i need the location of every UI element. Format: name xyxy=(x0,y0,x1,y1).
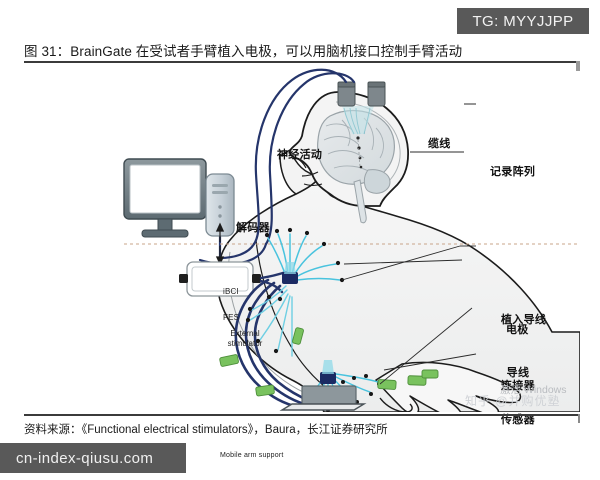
caption-divider xyxy=(24,61,580,63)
monitor xyxy=(123,158,207,238)
head xyxy=(289,91,409,224)
telegram-watermark-badge: TG: MYYJJPP xyxy=(457,8,589,34)
ibci-fes-arrows xyxy=(215,222,225,266)
site-url-watermark: cn-index-qiusu.com xyxy=(0,443,186,473)
label-electrode: 电极 xyxy=(506,324,529,336)
braingate-diagram: 解码器 神经活动 缆线 记录阵列 植入导线 电极 导线 连接器 传感器 iBCI… xyxy=(24,64,580,459)
label-fes: FES xyxy=(223,313,240,322)
label-lead-connector-line1: 导线 xyxy=(506,367,530,379)
windows-activation-watermark: 激活 Windows xyxy=(500,384,567,396)
thumb xyxy=(379,397,413,412)
callout-leader-lines xyxy=(341,151,477,385)
label-sensor: 传感器 xyxy=(501,414,535,426)
shoulder-electrode-dots xyxy=(264,227,345,283)
footer-divider xyxy=(24,414,580,416)
label-ibci: iBCI xyxy=(223,287,239,296)
label-external-stimulator-line1: External xyxy=(230,329,260,338)
label-lead-connector: 导线 连接器 xyxy=(501,367,535,393)
label-neural-activity: 神经活动 xyxy=(277,149,323,161)
cable-bundle-head xyxy=(252,68,356,246)
external-stimulator xyxy=(179,261,261,297)
label-implanted-lead: 植入导线 xyxy=(501,314,547,326)
cable-bundle-forearm xyxy=(234,278,312,410)
figure-caption: 图 31：BrainGate 在受试者手臂植入电极，可以用脑机接口控制手臂活动 xyxy=(24,44,463,59)
pedestal-connectors xyxy=(337,81,386,107)
label-external-stimulator: External stimulator xyxy=(215,329,275,349)
caption-divider-tail xyxy=(576,61,580,71)
brain xyxy=(317,109,395,224)
wrist-connector xyxy=(320,360,336,384)
label-recording-array: 记录阵列 xyxy=(490,166,536,178)
hand xyxy=(375,361,522,412)
upperarm-electrode-dots xyxy=(245,294,283,354)
zhihu-watermark: 知乎 @并购优塾 xyxy=(465,394,561,408)
decoder-tower xyxy=(205,173,235,237)
label-external-stimulator-line2: stimulator xyxy=(227,339,263,348)
source-citation: 资料来源：《Functional electrical stimulators》… xyxy=(24,424,388,436)
footer-divider-tick xyxy=(578,414,580,423)
label-mobile-arm-support: Mobile arm support xyxy=(220,452,284,459)
label-decoder: 解码器 xyxy=(236,222,270,234)
mobile-arm-support xyxy=(279,385,367,411)
label-cable: 缆线 xyxy=(428,138,451,150)
upperarm-electrode-wires xyxy=(249,285,293,357)
electrode-track-dots xyxy=(356,136,363,169)
label-lead-connector-line2: 连接器 xyxy=(501,380,535,392)
shoulder-connector xyxy=(282,262,298,284)
